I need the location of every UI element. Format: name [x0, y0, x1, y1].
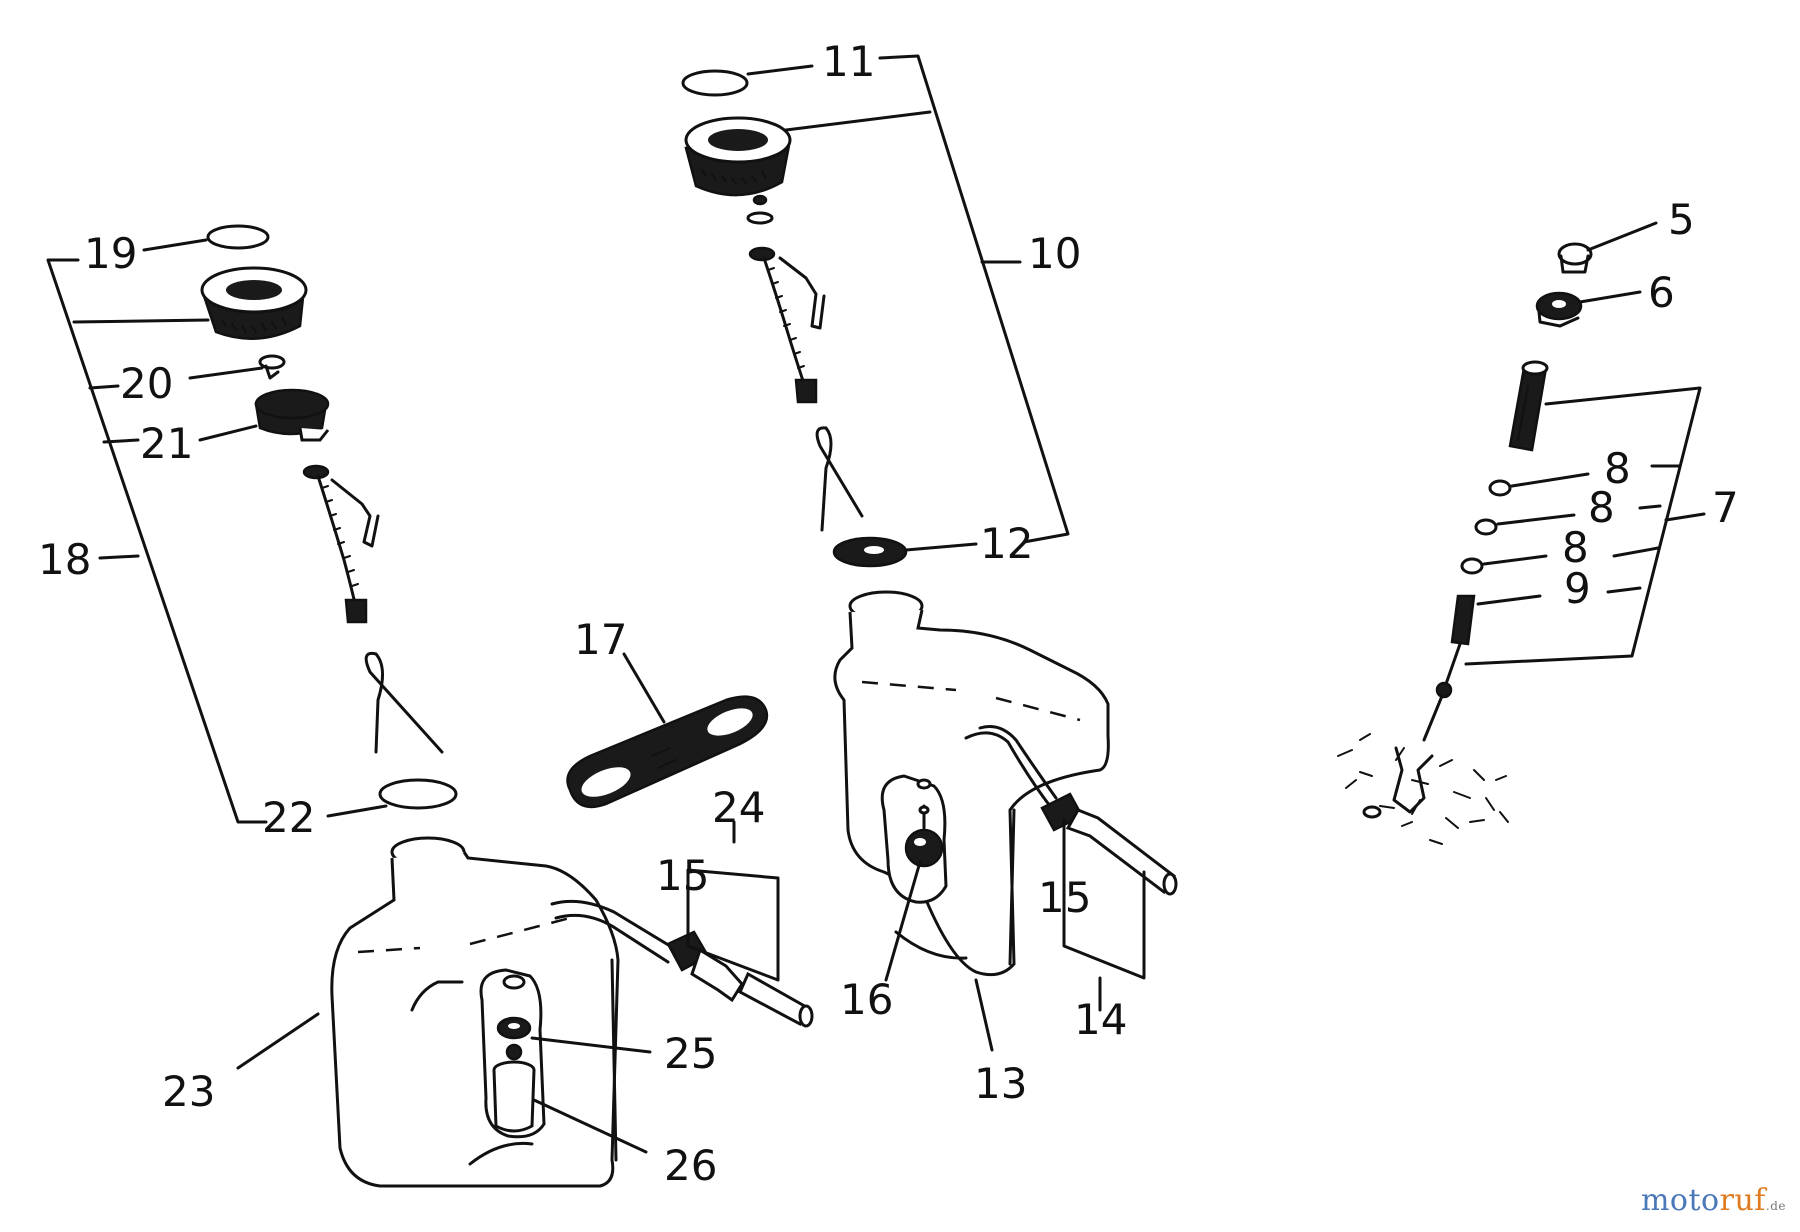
label-part-16: 16	[840, 975, 893, 1024]
label-part-26: 26	[664, 1141, 717, 1190]
label-part-8-b: 8	[1588, 483, 1615, 532]
label-part-20: 20	[120, 359, 173, 408]
label-part-19: 19	[84, 229, 137, 278]
label-part-17: 17	[574, 615, 627, 664]
part-18-dipstick-chain	[302, 464, 444, 754]
part-24-15-fuel-line	[550, 899, 814, 1028]
part-9-spring-pin	[1337, 594, 1509, 845]
label-part-9: 9	[1564, 564, 1591, 613]
watermark-part-b: ruf	[1719, 1183, 1766, 1218]
label-part-11: 11	[822, 37, 875, 86]
label-part-15-right: 15	[1038, 873, 1091, 922]
label-part-21: 21	[140, 419, 193, 468]
part-11-seal-ring	[681, 69, 749, 97]
label-part-7: 7	[1712, 483, 1739, 532]
part-7-valve-body	[1508, 360, 1549, 452]
part-18-cap	[200, 266, 308, 340]
label-part-8-c: 8	[1562, 523, 1589, 572]
part-6-washer	[1535, 291, 1583, 328]
part-10-dipstick-chain	[748, 246, 864, 532]
tank-13-assembly	[681, 54, 1178, 1052]
label-part-24: 24	[712, 783, 765, 832]
part-20-vent	[258, 354, 286, 380]
part-17-plate	[566, 652, 769, 809]
motoruf-watermark: motoruf.de	[1641, 1183, 1786, 1218]
part-10-cap	[684, 116, 792, 225]
label-part-12: 12	[980, 519, 1033, 568]
label-part-14: 14	[1074, 995, 1127, 1044]
label-part-25: 25	[664, 1029, 717, 1078]
watermark-suffix: .de	[1765, 1199, 1786, 1213]
part-25-grommet	[496, 1016, 532, 1040]
part-14-15-fuel-line	[964, 725, 1178, 896]
part-number-labels: 5 6 7 8 8 8 9 10 11 12 13 14 15 15 16 17…	[38, 37, 1739, 1190]
label-part-5: 5	[1668, 195, 1695, 244]
part-26-filter	[492, 1043, 536, 1133]
part-5-cap	[1557, 242, 1593, 274]
label-part-8-a: 8	[1604, 444, 1631, 493]
part-19-seal-ring	[206, 224, 270, 250]
label-part-6: 6	[1648, 268, 1675, 317]
label-part-23: 23	[162, 1067, 215, 1116]
label-part-22: 22	[262, 793, 315, 842]
tank-23-assembly	[46, 224, 814, 1188]
watermark-part-a: moto	[1640, 1183, 1720, 1218]
part-12-gasket	[832, 536, 908, 568]
part-21-cap-insert	[254, 388, 330, 442]
label-part-18: 18	[38, 535, 91, 584]
label-part-13: 13	[974, 1059, 1027, 1108]
part-16-filter	[904, 804, 944, 868]
valve-assembly	[1337, 221, 1706, 845]
label-part-10: 10	[1028, 229, 1081, 278]
label-part-15-left: 15	[656, 851, 709, 900]
part-8-o-rings	[1460, 479, 1512, 575]
part-23-tank	[330, 836, 620, 1188]
part-22-o-ring	[378, 778, 458, 810]
